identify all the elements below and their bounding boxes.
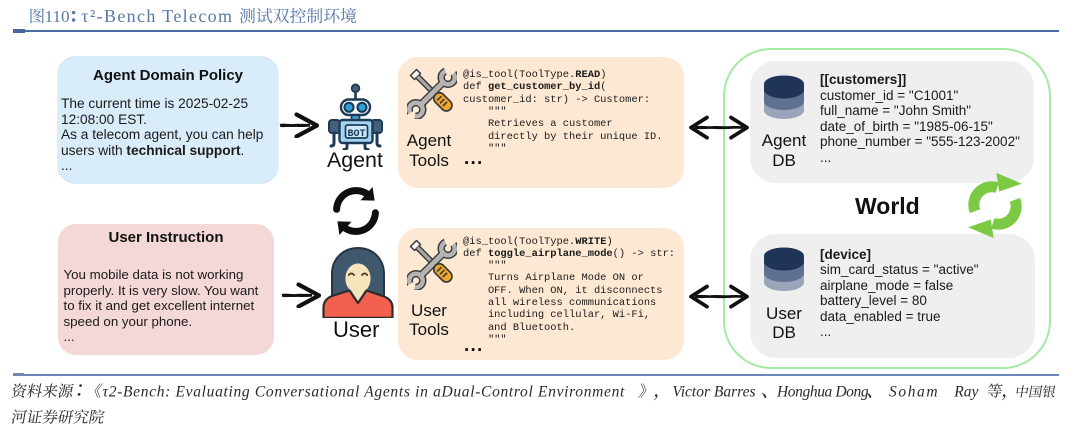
- svg-text:BOT: BOT: [347, 129, 365, 140]
- svg-text:Honghua Dong: Honghua Dong: [776, 384, 869, 401]
- svg-text:Soham: Soham: [889, 384, 939, 401]
- svg-text:Ray: Ray: [953, 384, 978, 401]
- svg-text:110: 110: [45, 7, 70, 26]
- svg-text:τ²-Bench Telecom: τ²-Bench Telecom: [81, 6, 233, 26]
- svg-text:τ2-Bench: Evaluating Conversat: τ2-Bench: Evaluating Conversational Agen…: [103, 384, 626, 401]
- svg-text:Victor Barres: Victor Barres: [672, 384, 755, 401]
